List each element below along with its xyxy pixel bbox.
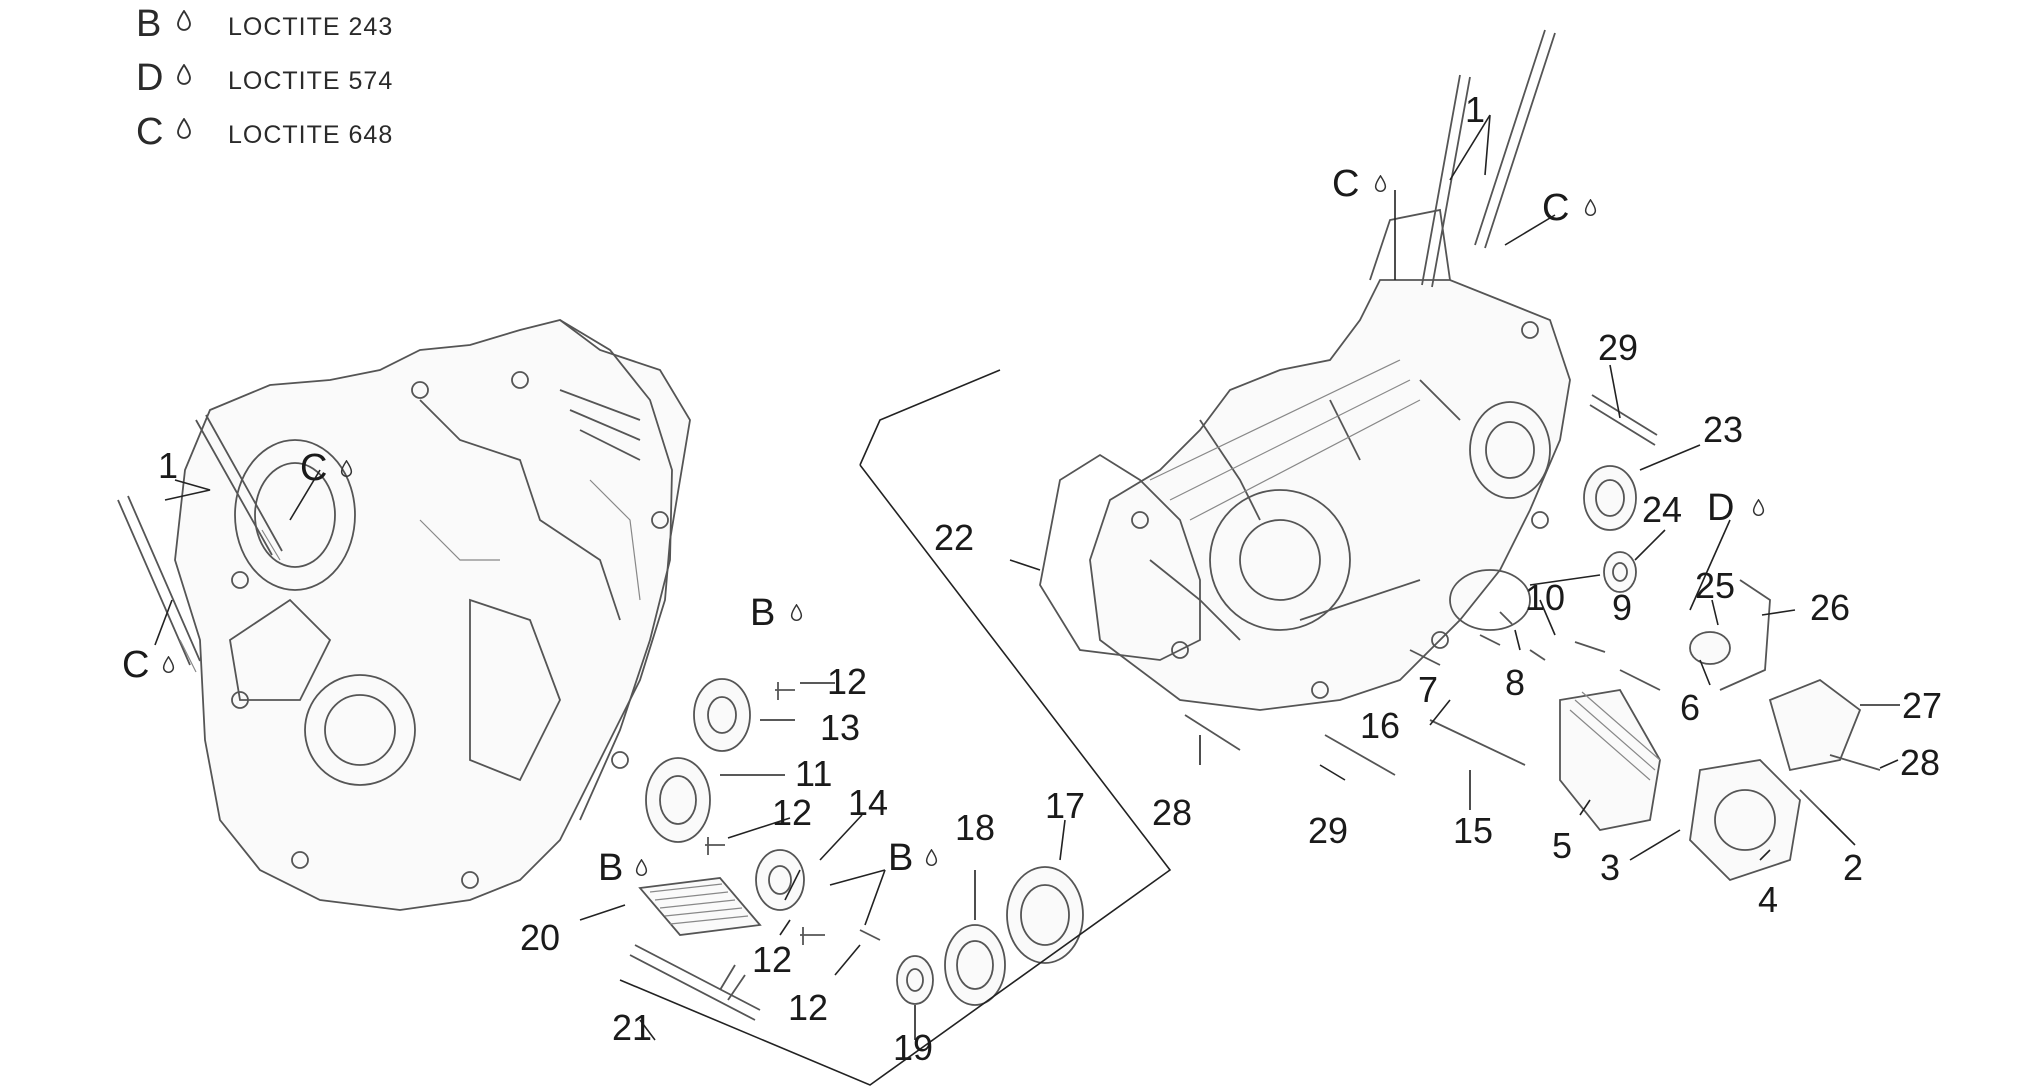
callout-label: 11 [795, 753, 832, 794]
loctite-mark: C [1542, 187, 1569, 229]
loctite-mark: C [122, 644, 149, 686]
loctite-mark: B [750, 592, 775, 634]
legend-row: D LOCTITE 574 [136, 56, 456, 110]
legend-letter: D [136, 57, 164, 99]
callout-label: 1 [158, 445, 178, 486]
droplet-icon [1752, 499, 1765, 517]
callout-label: 28 [1152, 792, 1192, 833]
callout-label: 23 [1703, 409, 1743, 450]
callout-label: 20 [520, 917, 560, 958]
callout-label: 9 [1612, 587, 1632, 628]
callout-label: 10 [1525, 577, 1565, 618]
loctite-mark: C [1332, 163, 1359, 205]
stud-bolts-left [117, 414, 283, 673]
callout-label: 17 [1045, 785, 1085, 826]
callout-label: 13 [820, 707, 860, 748]
droplet-icon [177, 10, 191, 31]
droplet-icon [177, 118, 191, 139]
callout-label: 21 [612, 1007, 652, 1048]
callout-label: 19 [893, 1027, 933, 1068]
callout-label: 14 [848, 782, 888, 823]
gasket-boundary-line [859, 369, 1001, 466]
callout-label: 3 [1600, 847, 1620, 888]
droplet-icon [177, 64, 191, 85]
callout-label: 29 [1598, 327, 1638, 368]
loctite-mark: D [1707, 487, 1734, 529]
droplet-icon [1374, 175, 1387, 193]
left-crankcase-half [174, 319, 691, 911]
left-side-parts [629, 678, 1084, 1021]
droplet-icon [1584, 199, 1597, 217]
droplet-icon [925, 849, 938, 867]
callout-label: 12 [772, 792, 812, 833]
callout-label: 26 [1810, 587, 1850, 628]
legend-text: LOCTITE 648 [228, 121, 394, 149]
callout-label: 1 [1465, 89, 1485, 130]
callout-label: 4 [1758, 879, 1778, 920]
loctite-marks: C C C C B B B D [122, 163, 1765, 889]
callout-label: 25 [1695, 565, 1735, 606]
droplet-icon [790, 604, 803, 622]
callout-label: 29 [1308, 810, 1348, 851]
callout-label: 2 [1843, 847, 1863, 888]
callout-label: 12 [827, 661, 867, 702]
legend-row: C LOCTITE 648 [136, 110, 456, 164]
callout-label: 16 [1360, 705, 1400, 746]
callout-label: 8 [1505, 662, 1525, 703]
droplet-icon [162, 656, 175, 674]
callout-label: 27 [1902, 685, 1942, 726]
loctite-mark: B [598, 847, 623, 889]
legend-letter: B [136, 3, 162, 45]
loctite-legend: B LOCTITE 243 D LOCTITE 574 C LOCTITE 64… [136, 2, 456, 164]
oil-circuit-boundary [619, 464, 1172, 1086]
crankcase-gasket [1039, 453, 1201, 661]
callout-label: 7 [1418, 669, 1438, 710]
legend-letter: C [136, 111, 164, 153]
callout-label: 6 [1680, 687, 1700, 728]
leader-lines [154, 114, 1900, 1041]
callout-label: 22 [934, 517, 974, 558]
right-side-parts [1184, 394, 1881, 882]
callout-label: 5 [1552, 825, 1572, 866]
droplet-icon [635, 859, 648, 877]
loctite-mark: B [888, 837, 913, 879]
legend-row: B LOCTITE 243 [136, 2, 456, 56]
callout-label: 24 [1642, 489, 1682, 530]
callout-label: 18 [955, 807, 995, 848]
legend-text: LOCTITE 243 [228, 13, 394, 41]
stud-bolts-right [1421, 29, 1556, 288]
loctite-mark: C [300, 447, 327, 489]
callout-label: 12 [752, 939, 792, 980]
legend-text: LOCTITE 574 [228, 67, 394, 95]
callout-label: 12 [788, 987, 828, 1028]
callout-label: 15 [1453, 810, 1493, 851]
part-callouts: 1 1 2 3 4 5 6 7 8 9 10 11 12 12 12 12 13… [158, 89, 1942, 1068]
right-crankcase-half [1089, 208, 1571, 711]
callout-label: 28 [1900, 742, 1940, 783]
